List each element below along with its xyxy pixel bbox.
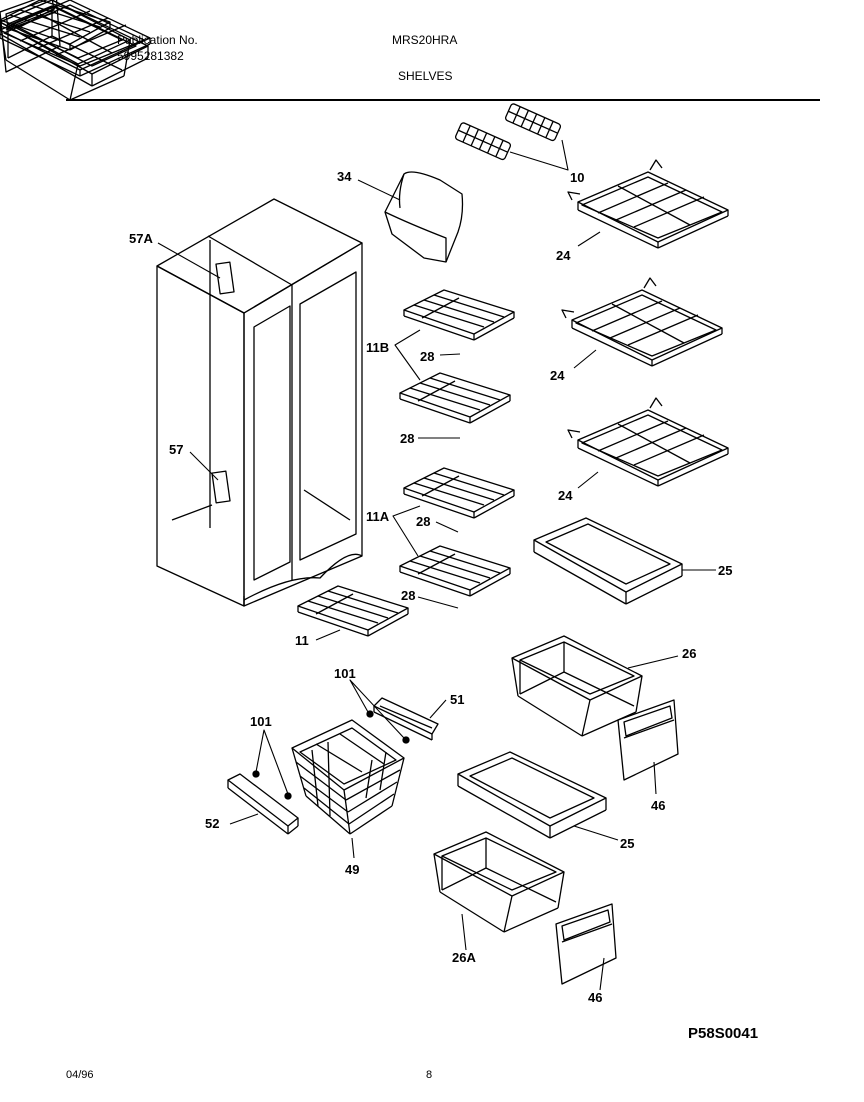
callout-46-upper: 46 [651, 798, 665, 813]
callout-11: 11 [295, 633, 309, 648]
footer-page-number: 8 [426, 1069, 433, 1081]
callout-24-middle: 24 [550, 368, 565, 383]
callout-11a: 11A [366, 509, 390, 524]
callout-34: 34 [337, 169, 352, 184]
crisper-pan-template [0, 0, 131, 101]
callout-46-lower: 46 [588, 990, 602, 1005]
basket-bracket-52 [227, 773, 299, 835]
freezer-shelf-11b-upper [403, 289, 515, 341]
callout-57: 57 [169, 442, 183, 457]
callout-49: 49 [345, 862, 359, 877]
screws-101 [252, 710, 410, 800]
door-bin-57-icon [211, 470, 231, 504]
callout-26: 26 [682, 646, 696, 661]
wire-basket-49 [291, 719, 405, 835]
ice-trays [454, 103, 562, 161]
crisper-pan-26a [433, 831, 565, 933]
callout-51: 51 [450, 692, 464, 707]
door-bin-57a-icon [215, 261, 235, 295]
callout-24-bottom: 24 [558, 488, 573, 503]
callout-101-upper: 101 [334, 666, 356, 681]
leader-lines [157, 139, 716, 991]
callout-24-top: 24 [556, 248, 571, 263]
ice-bucket [384, 171, 464, 263]
diagram-code: P58S0041 [688, 1025, 759, 1042]
footer-date: 04/96 [66, 1069, 94, 1081]
callout-52: 52 [205, 816, 219, 831]
crisper-front-46-upper [617, 699, 679, 781]
model-number: MRS20HRA [392, 33, 458, 47]
callout-25-lower: 25 [620, 836, 634, 851]
callout-11b: 11B [366, 340, 389, 355]
refrigerator-shelf-24-bottom [567, 397, 729, 487]
crisper-cover-25-lower [457, 751, 607, 839]
crisper-pan-26 [511, 635, 643, 737]
callout-28-first: 28 [420, 349, 434, 364]
callout-26a: 26A [452, 950, 476, 965]
callout-25-upper: 25 [718, 563, 732, 578]
freezer-shelf-11a-upper [403, 467, 515, 519]
basket-rail-51 [373, 697, 439, 741]
header-rule [66, 99, 820, 101]
refrigerator-shelf-24-top [567, 159, 729, 249]
refrigerator-cabinet [156, 198, 363, 607]
callout-28-third: 28 [416, 514, 430, 529]
freezer-shelf-11 [297, 585, 409, 637]
callout-101-lower: 101 [250, 714, 272, 729]
freezer-shelf-11b-lower [399, 372, 511, 424]
crisper-cover-25-upper [533, 517, 683, 605]
section-title: SHELVES [398, 69, 453, 83]
crisper-front-template [0, 0, 61, 73]
refrigerator-shelf-24-middle [561, 277, 723, 367]
callout-10: 10 [570, 170, 584, 185]
crisper-front-46-lower [555, 903, 617, 985]
callout-28-fourth: 28 [401, 588, 415, 603]
callout-57a: 57A [129, 231, 153, 246]
callout-28-second: 28 [400, 431, 414, 446]
